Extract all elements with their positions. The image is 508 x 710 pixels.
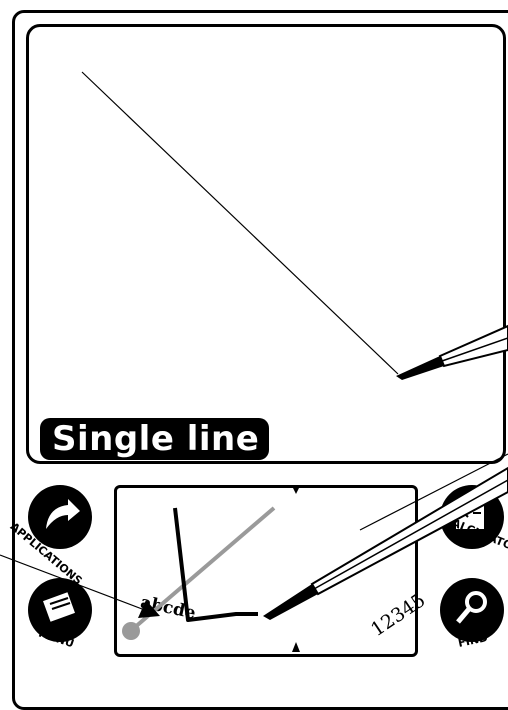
menu-icon [30, 580, 90, 640]
stylus-bottom [263, 453, 508, 620]
applications-icon [30, 487, 90, 547]
drawn-line [81, 71, 399, 375]
overlay-layer [0, 324, 508, 652]
screen-drawing-layer [81, 71, 399, 375]
menu-button[interactable] [28, 578, 92, 642]
find-icon [442, 580, 502, 640]
callout-line [0, 554, 151, 613]
stylus-top [396, 324, 508, 380]
graffiti-stroke [173, 507, 258, 622]
guide-stroke [132, 506, 276, 630]
applications-button[interactable] [28, 485, 92, 549]
top-divider-marker [292, 486, 300, 494]
find-button[interactable] [440, 578, 504, 642]
status-label: Single line [40, 418, 270, 460]
drawing-screen[interactable] [26, 24, 506, 464]
pen-down-dot [122, 622, 140, 640]
bottom-divider-marker [292, 642, 300, 652]
callout-arrowhead [138, 600, 160, 618]
